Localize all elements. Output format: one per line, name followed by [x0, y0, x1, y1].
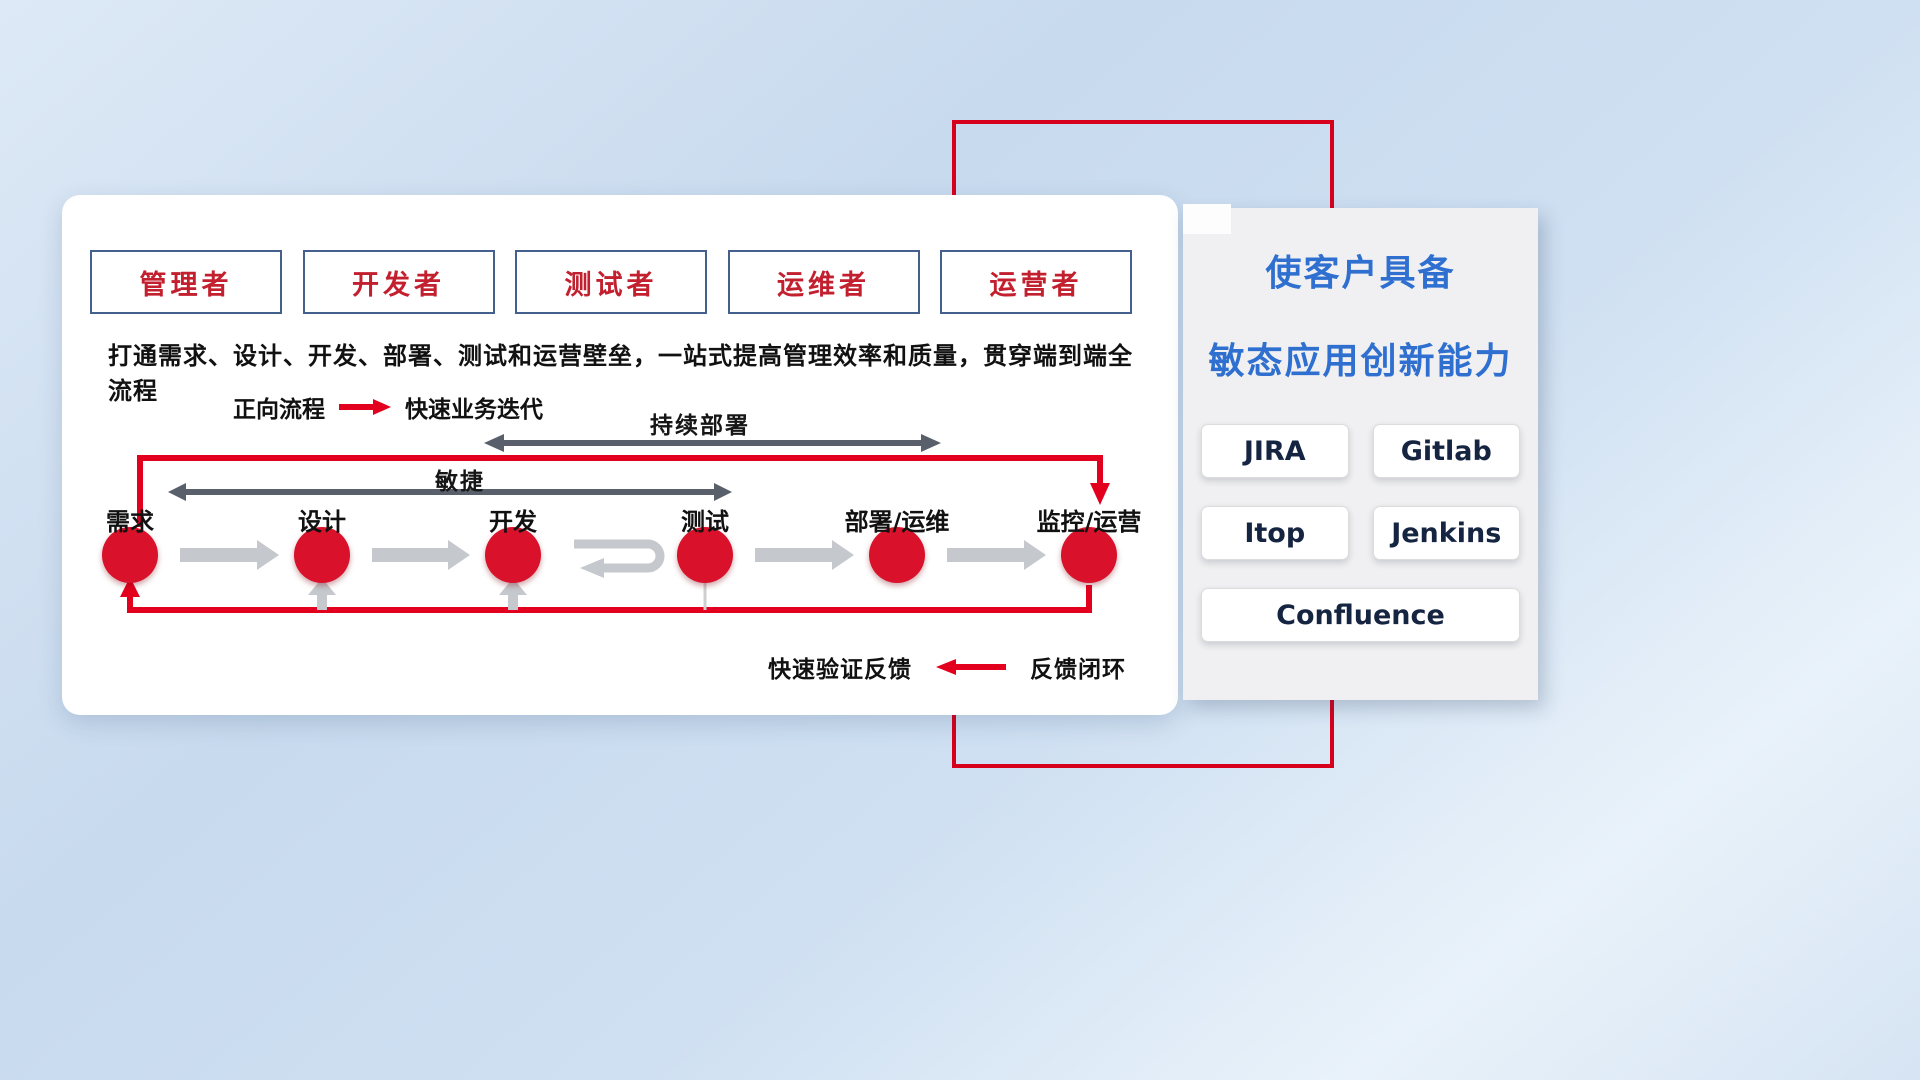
stage-arrow-4 — [755, 540, 854, 570]
stage-circle-deploy — [869, 527, 925, 583]
role-box-developer: 开发者 — [302, 250, 495, 314]
panel-notch — [1183, 204, 1231, 234]
tool-box-itop: Itop — [1201, 506, 1349, 560]
stage-arrow-5 — [947, 540, 1046, 570]
stage-circle-dev — [485, 527, 541, 583]
continuous-deploy-label: 持续部署 — [650, 413, 750, 439]
forward-flow-legend: 正向流程 快速业务迭代 — [233, 390, 543, 424]
agile-label: 敏捷 — [435, 469, 485, 495]
continuous-deploy-arrow — [484, 434, 941, 452]
capability-panel: 使客户具备 敏态应用创新能力 JIRA Gitlab Itop Jenkins … — [1183, 204, 1538, 700]
feedback-loop-label: 反馈闭环 — [1030, 657, 1126, 683]
stage-circle-monitor — [1061, 527, 1117, 583]
stage-arrow-2 — [372, 540, 470, 570]
forward-flow-label: 正向流程 — [233, 397, 325, 423]
red-forward-loop — [137, 455, 1110, 527]
stage-circle-test — [677, 527, 733, 583]
stage-label-deploy: 部署/运维 — [844, 508, 950, 536]
forward-arrow-icon — [339, 399, 391, 415]
tool-box-confluence: Confluence — [1201, 588, 1520, 642]
stage-label-test: 测试 — [681, 508, 729, 536]
stage-arrow-1 — [180, 540, 279, 570]
role-box-tester: 测试者 — [515, 250, 707, 314]
tools-grid: JIRA Gitlab Itop Jenkins Confluence — [1201, 424, 1520, 642]
stage-label-monitor: 监控/运营 — [1036, 508, 1142, 536]
role-box-operator: 运营者 — [940, 250, 1132, 314]
feedback-text: 快速验证反馈 — [768, 657, 912, 683]
stage-circle-requirement — [102, 527, 158, 583]
capability-title-line1: 使客户具备 — [1265, 253, 1456, 294]
panel-subtitle: 打通需求、设计、开发、部署、测试和运营壁垒，一站式提高管理效率和质量，贯穿端到端… — [108, 342, 1133, 405]
feedback-up-arrow-dev — [499, 578, 527, 610]
stage-label-requirement: 需求 — [106, 508, 154, 536]
tool-box-jira: JIRA — [1201, 424, 1349, 478]
feedback-arrow-icon — [936, 659, 1006, 675]
stage-label-design: 设计 — [298, 508, 346, 536]
stage-circle-design — [294, 527, 350, 583]
iterate-arrow — [574, 539, 665, 578]
tool-box-jenkins: Jenkins — [1372, 506, 1520, 560]
roles-row: 管理者 开发者 测试者 运维者 运营者 — [90, 250, 1132, 314]
agile-arrow — [168, 483, 732, 501]
flow-diagram — [102, 434, 1117, 613]
stage-label-dev: 开发 — [489, 508, 537, 536]
role-box-ops: 运维者 — [727, 250, 920, 314]
forward-flow-desc: 快速业务迭代 — [405, 397, 543, 423]
red-feedback-loop — [120, 577, 1092, 613]
feedback-up-arrow-design — [308, 578, 336, 610]
role-box-manager: 管理者 — [90, 250, 282, 314]
tool-box-gitlab: Gitlab — [1372, 424, 1520, 478]
feedback-legend: 快速验证反馈 反馈闭环 — [768, 650, 1126, 684]
capability-title-line2: 敏态应用创新能力 — [1208, 341, 1513, 382]
